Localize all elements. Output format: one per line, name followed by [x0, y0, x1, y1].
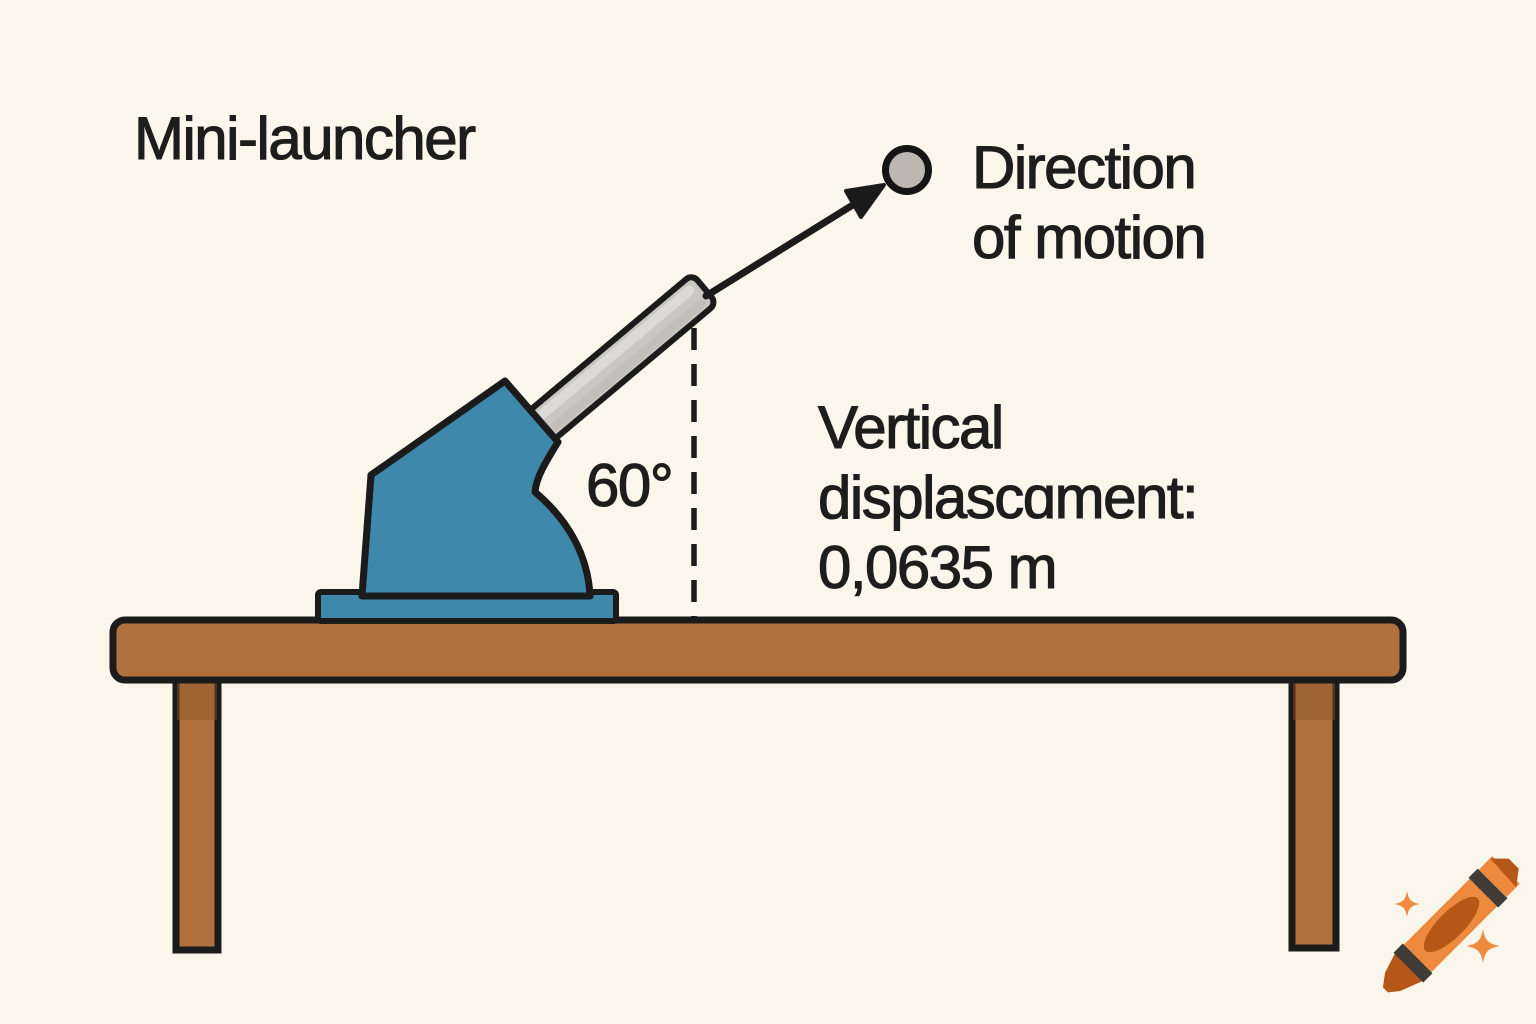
projectile-ball	[882, 145, 932, 195]
table-top	[109, 616, 1407, 684]
table-leg-left	[172, 674, 222, 954]
motion-arrow	[702, 183, 886, 300]
motion-arrowhead-icon	[844, 183, 886, 219]
angle-label: 60°	[585, 451, 674, 519]
crayon-icon	[1382, 856, 1520, 993]
crayon-band-front	[1393, 943, 1433, 983]
sparkle-icon-small	[1394, 891, 1420, 917]
crayon-watermark	[1382, 856, 1520, 993]
barrel-highlight	[506, 285, 695, 445]
crayon-back-cap	[1478, 856, 1520, 898]
launcher-body	[358, 377, 594, 600]
crayon-tip	[1382, 952, 1424, 993]
vertical-displacement-label: Vertical displascɑment: 0,0635 m	[817, 393, 1199, 601]
crayon-back-face	[1490, 858, 1519, 888]
sparkle-icon-large	[1466, 929, 1500, 963]
barrel-shade	[517, 299, 706, 459]
table-leg-left-shadow	[177, 682, 217, 720]
direction-of-motion-label: Direction of motion	[971, 133, 1207, 271]
crayon-band-back	[1468, 868, 1508, 908]
crayon-label-ellipse	[1423, 896, 1480, 953]
diagram-title: Mini-launcher	[133, 105, 476, 172]
motion-arrow-line	[702, 199, 860, 300]
table-leg-right-shadow	[1293, 682, 1335, 720]
